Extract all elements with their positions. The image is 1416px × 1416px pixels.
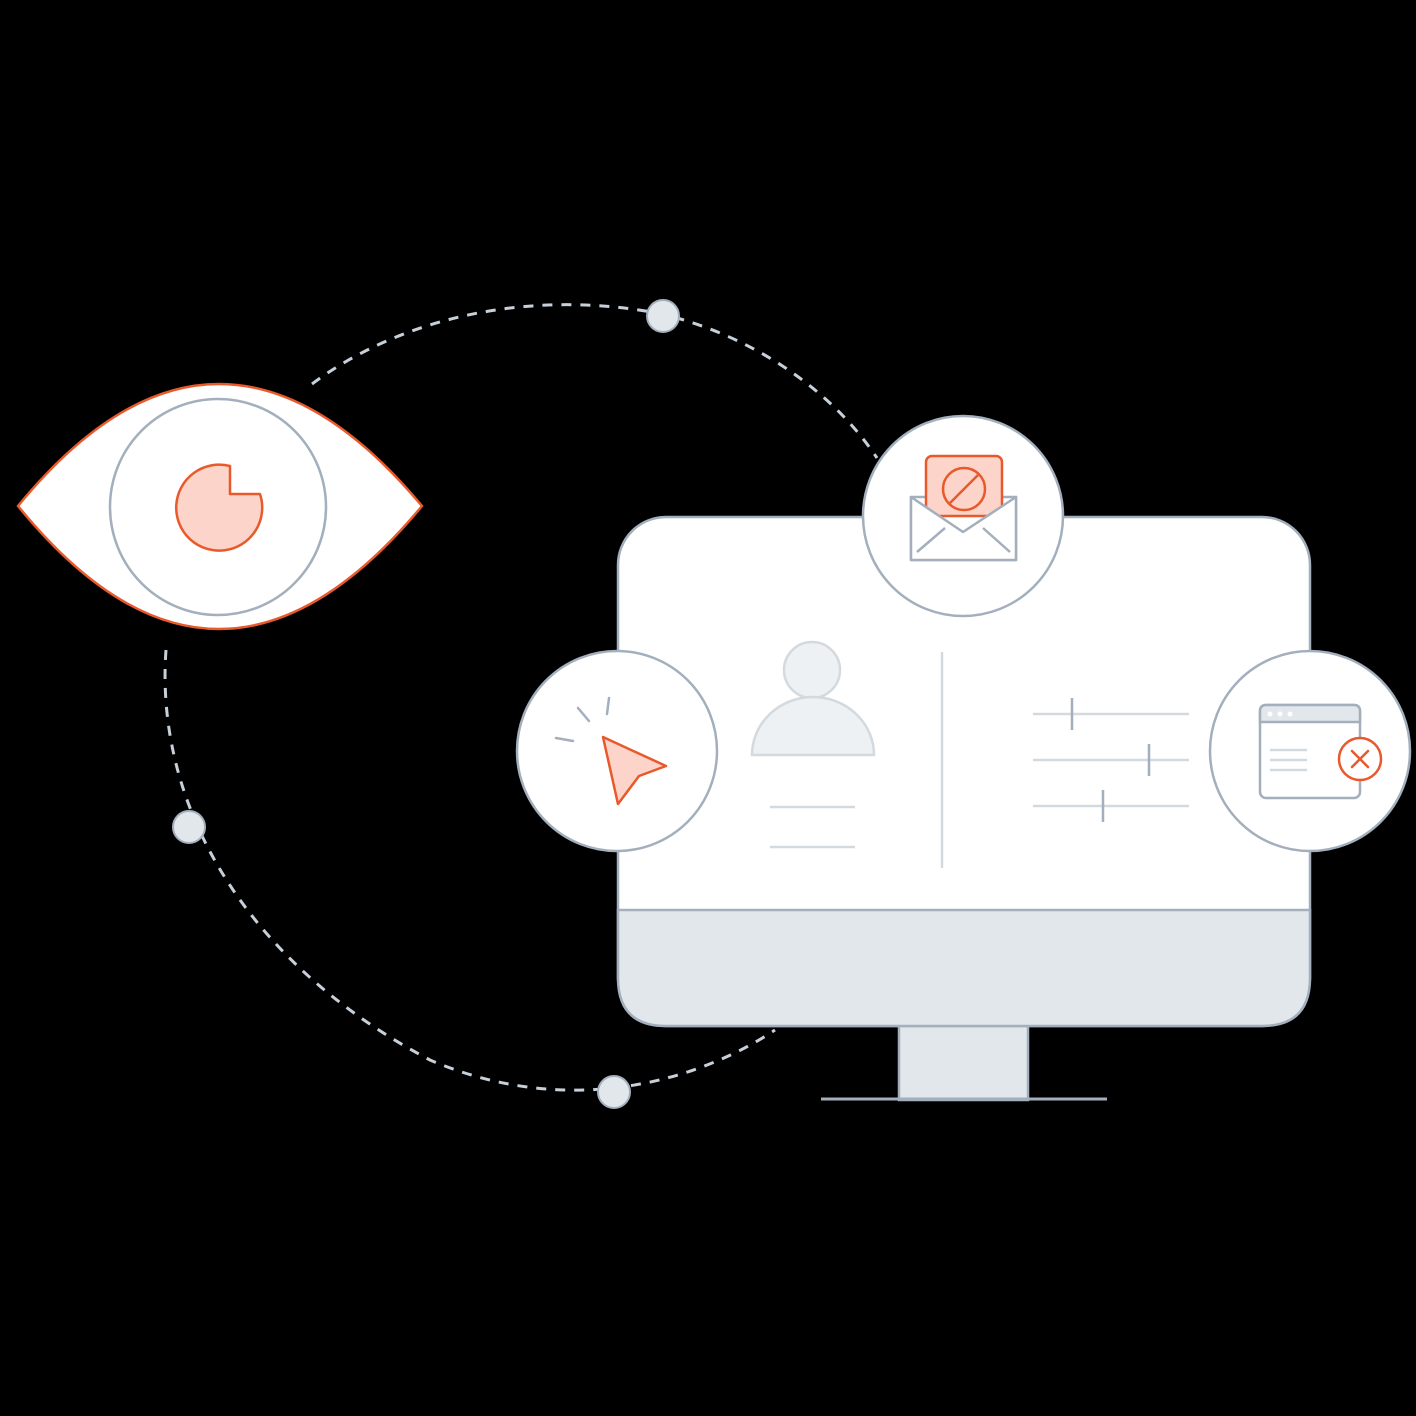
profile-text-lines: [770, 805, 855, 849]
envelope-fold: [982, 527, 1011, 553]
envelope-front: [909, 495, 1018, 562]
monitor-stand-neck: [897, 1022, 1030, 1102]
window-dot: [1287, 711, 1293, 717]
eye-pupil: [175, 463, 264, 552]
orbit-node-bottom: [597, 1075, 631, 1109]
envelope-fold: [916, 527, 946, 553]
user-avatar-icon: [750, 640, 876, 757]
click-ray: [576, 706, 591, 723]
click-ray: [554, 736, 575, 743]
dashed-orbit: [163, 303, 879, 1092]
sliders-icon: [1033, 698, 1189, 822]
click-ray: [605, 696, 611, 716]
browser-text-lines: [1270, 748, 1307, 772]
close-icon-stroke: [1350, 749, 1370, 769]
click-rays: [554, 696, 611, 743]
cursor-arrow: [601, 735, 668, 806]
avatar-body: [750, 695, 876, 757]
orbit-node-left: [172, 810, 206, 844]
avatar-head: [782, 640, 842, 700]
monitor-icon: [616, 515, 1312, 1102]
browser-error-badge: [1208, 649, 1412, 853]
cursor-click-icon: [554, 696, 668, 806]
browser-titlebar: [1258, 703, 1362, 724]
window-dot: [1277, 711, 1283, 717]
block-slash: [949, 474, 979, 504]
blocked-mail-icon: [909, 454, 1018, 562]
blocked-mail-badge: [861, 414, 1065, 618]
window-dot: [1267, 711, 1273, 717]
orbit-node-top: [646, 299, 680, 333]
eye-icon: [16, 382, 424, 631]
browser-window-close-icon: [1258, 703, 1383, 800]
orbit-arc-top: [311, 303, 879, 459]
orbit-arc-bottom: [163, 649, 776, 1092]
cursor-badge: [515, 649, 719, 853]
monitor-chin: [616, 908, 1312, 1028]
